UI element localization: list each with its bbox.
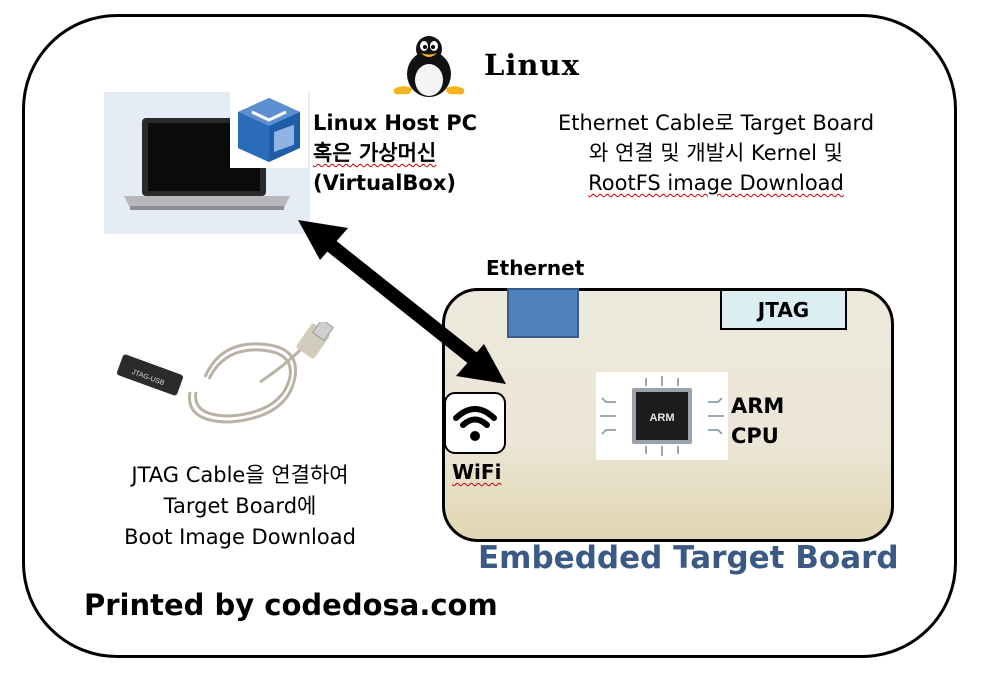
board-title: Embedded Target Board <box>478 540 899 576</box>
footer-credit: Printed by codedosa.com <box>84 588 498 622</box>
arm-chip-icon: ARM <box>600 376 724 456</box>
wifi-label: WiFi <box>452 460 502 484</box>
ethernet-desc-line3: RootFS image Download <box>588 171 844 195</box>
virtualbox-icon <box>238 98 300 162</box>
double-arrow-icon <box>298 220 506 384</box>
wifi-module <box>444 392 506 454</box>
ethernet-description: Ethernet Cable로 Target Board 와 연결 및 개발시 … <box>538 108 894 198</box>
jtag-desc-line2: Target Board에 <box>163 494 317 518</box>
host-label-line3: (VirtualBox) <box>313 171 456 195</box>
jtag-desc-line3: Boot Image Download <box>124 525 356 549</box>
jtag-description: JTAG Cable을 연결하여 Target Board에 Boot Imag… <box>92 460 388 553</box>
ethernet-desc-line1: Ethernet Cable로 Target Board <box>557 111 875 135</box>
jtag-desc-line1: JTAG Cable을 연결하여 <box>131 463 349 487</box>
jtag-port: JTAG <box>720 289 847 330</box>
diagram-frame <box>22 14 957 658</box>
cpu-label: ARM CPU <box>731 391 784 451</box>
wifi-icon <box>453 406 497 441</box>
ethernet-port <box>507 288 579 338</box>
cpu-label-line2: CPU <box>731 424 779 448</box>
cpu-image: ARM <box>596 372 728 460</box>
ethernet-desc-line2: 와 연결 및 개발시 Kernel 및 <box>589 141 843 165</box>
host-label-line1: Linux Host PC <box>313 111 477 135</box>
jtag-usb-cable-icon: JTAG-USB <box>117 322 335 424</box>
cpu-chip-text: ARM <box>649 412 674 424</box>
host-label-line2: 혹은 가상머신 <box>313 141 437 165</box>
virtualbox-logo <box>230 92 308 168</box>
host-pc-label: Linux Host PC 혹은 가상머신 (VirtualBox) <box>313 108 477 198</box>
jtag-port-label: JTAG <box>757 297 810 322</box>
cpu-label-line1: ARM <box>731 394 785 418</box>
ethernet-label: Ethernet <box>486 256 585 280</box>
linux-title: Linux <box>484 48 580 82</box>
tux-penguin-icon <box>393 36 465 97</box>
